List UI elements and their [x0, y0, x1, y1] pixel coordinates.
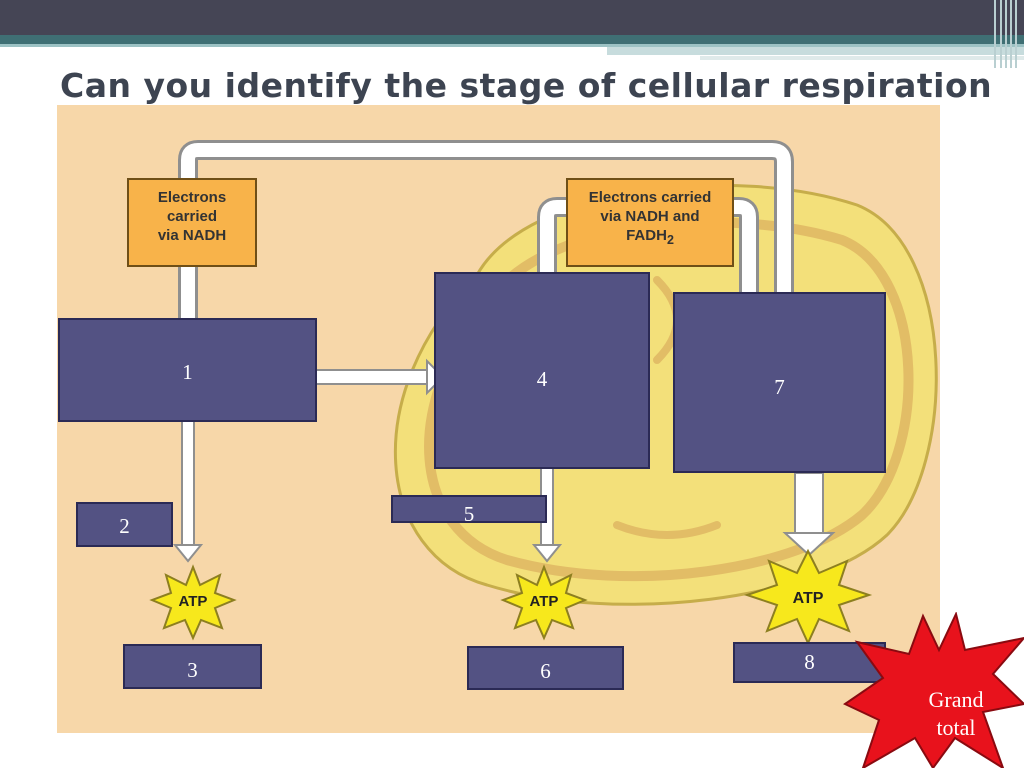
- note-line: via NADH and: [600, 208, 700, 225]
- answer-box-label: 2: [119, 514, 130, 538]
- grand-total-line: total: [936, 715, 976, 740]
- arrow-1-to-4-body: [314, 369, 428, 385]
- answer-box-label: 1: [182, 360, 193, 384]
- atp-star-middle: [500, 564, 588, 641]
- note-line: via NADH: [157, 227, 227, 244]
- electrons-nadh-fadh2-note: Electrons carried via NADH and FADH2: [566, 178, 734, 267]
- answer-box-1: 1: [58, 318, 317, 422]
- atp-label-middle: ATP: [530, 593, 559, 610]
- arrow-down-left-head: [172, 544, 204, 563]
- header-vertical-lines: [994, 0, 1018, 68]
- note-line: FADH2: [568, 226, 732, 250]
- header-accent-stripe-right-thin: [700, 56, 1024, 60]
- answer-box-label: 8: [804, 650, 815, 674]
- arrow-down-middle-head: [531, 544, 563, 563]
- answer-box-2: 2: [76, 502, 173, 547]
- electrons-nadh-note: Electrons carried via NADH: [127, 178, 257, 267]
- answer-box-8: 8: [733, 642, 886, 683]
- loop-arrow-inner: [181, 143, 791, 320]
- answer-box-label: 5: [463, 502, 475, 526]
- answer-box-5: 5: [391, 495, 547, 526]
- atp-star-left: [149, 564, 237, 641]
- answer-box-label: 4: [536, 367, 548, 391]
- header-accent-stripe-light: [0, 44, 1024, 47]
- answer-box-3: 3: [123, 644, 262, 689]
- fadh-text: FADH: [626, 227, 667, 244]
- grand-total-label: Grand total: [843, 686, 1024, 742]
- grand-total-line: Grand: [928, 687, 984, 712]
- note-line: Electrons: [157, 189, 227, 206]
- grand-total-badge: [843, 612, 1024, 768]
- atp-label-right: ATP: [793, 590, 824, 607]
- header-accent-stripe: [0, 35, 1024, 44]
- answer-box-label: 6: [540, 659, 551, 683]
- arrow-down-left-body: [181, 414, 195, 546]
- atp-label-left: ATP: [179, 593, 208, 610]
- fadh-subscript: 2: [666, 233, 674, 247]
- header-accent-stripe-right: [607, 47, 1024, 55]
- answer-box-7: 7: [673, 292, 886, 473]
- arrow-down-right-head: [782, 532, 836, 557]
- answer-box-label: 7: [774, 375, 785, 399]
- slide-header-bar: [0, 0, 1024, 35]
- answer-box-6: 6: [467, 646, 624, 690]
- answer-box-label: 3: [187, 658, 198, 682]
- arrow-down-right-body: [794, 472, 824, 534]
- note-line: carried: [166, 208, 218, 225]
- answer-box-4: 4: [434, 272, 650, 469]
- slide-title: Can you identify the stage of cellular r…: [60, 66, 993, 105]
- note-line: Electrons carried: [588, 189, 712, 206]
- grand-total-starburst: [843, 612, 1024, 768]
